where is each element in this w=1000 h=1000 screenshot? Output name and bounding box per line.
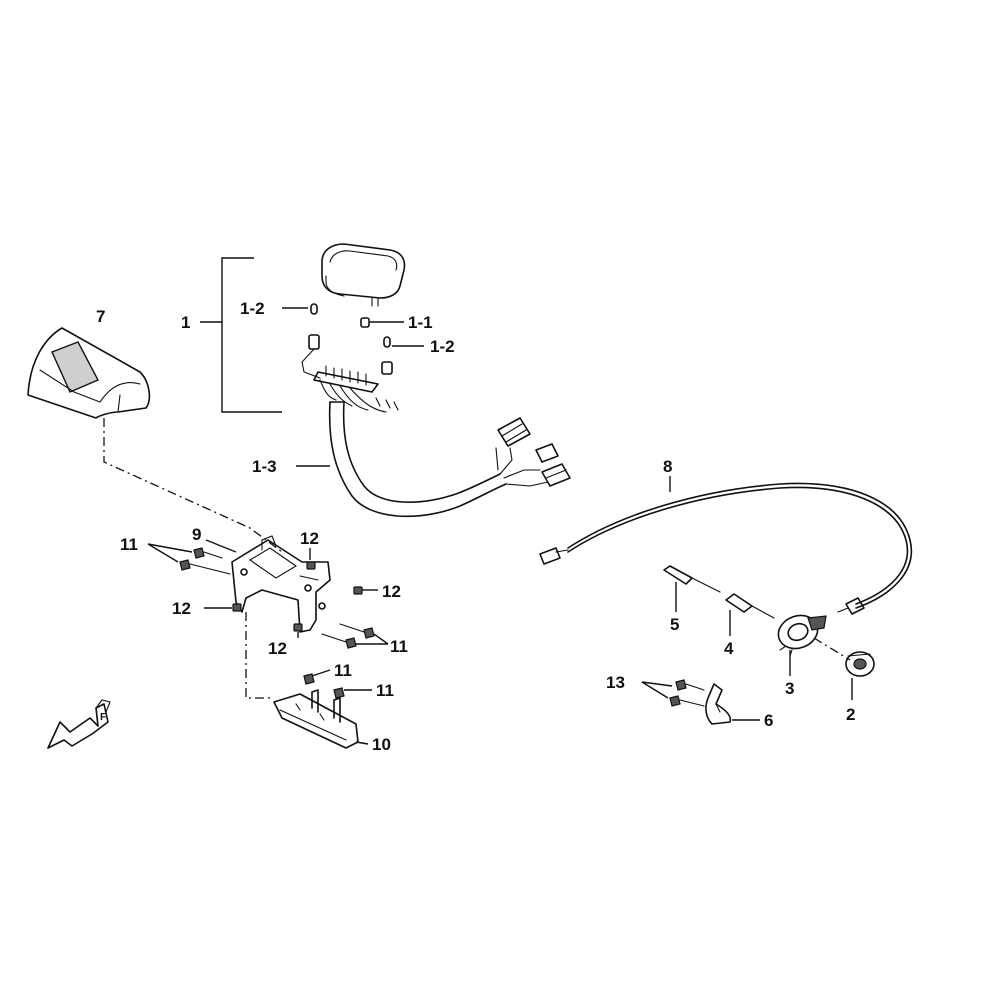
lead-11-right (356, 633, 389, 645)
nut-12-right (353, 586, 363, 595)
callout-1: 1 (181, 313, 190, 332)
part-7-cover (27, 327, 151, 419)
bolt-11-right-a (339, 623, 375, 639)
bolt-11-right-b (321, 633, 357, 649)
bulb-1-2-right (383, 336, 391, 348)
part-2-ring (845, 651, 875, 677)
connector-a (497, 417, 531, 447)
lead-11-left (147, 543, 193, 563)
callout-5: 5 (670, 615, 679, 634)
part-3-gear (777, 614, 827, 657)
callout-13: 13 (606, 673, 625, 692)
callout-10: 10 (372, 735, 391, 754)
nut-12-top (306, 561, 316, 570)
wire-harness-1-3 (328, 401, 549, 518)
callout-11-right: 11 (390, 637, 408, 656)
callout-12-right: 12 (382, 582, 401, 601)
callout-1-3: 1-3 (252, 457, 277, 476)
callout-11-left: 11 (120, 535, 138, 554)
bulb-1-2-left (310, 303, 318, 315)
callout-12-left: 12 (172, 599, 191, 618)
callout-7: 7 (96, 307, 105, 326)
assembly-line-gear (813, 637, 851, 661)
part-9-bracket (231, 535, 331, 633)
part-8-cable (539, 482, 913, 615)
callout-12-top: 12 (300, 529, 319, 548)
lead-11-plate-a (311, 669, 331, 677)
callout-11-plate-a: 11 (334, 661, 352, 680)
part-10-plate (273, 689, 359, 749)
callout-6: 6 (764, 711, 773, 730)
front-marker-label: F (100, 712, 106, 723)
bracket-part-1 (221, 257, 282, 413)
bolt-11-left-a (193, 547, 223, 559)
front-arrow-icon (47, 699, 111, 749)
callout-4: 4 (724, 639, 734, 658)
callout-1-2-right: 1-2 (430, 337, 455, 356)
bolt-11-plate-b (333, 687, 345, 699)
callout-1-2-left: 1-2 (240, 299, 265, 318)
terminal-block (313, 365, 399, 413)
lead-10 (355, 741, 369, 745)
nut-12-left (232, 603, 242, 612)
connector-c (541, 463, 571, 487)
callout-12-bottom: 12 (268, 639, 287, 658)
socket-1-1 (360, 317, 370, 328)
callout-1-1: 1-1 (408, 313, 433, 332)
nut-12-bottom (293, 623, 303, 632)
bolt-11-plate-a (303, 673, 315, 685)
callout-3: 3 (785, 679, 794, 698)
part-6-clamp (705, 683, 732, 725)
meter-unit (321, 243, 406, 307)
lead-9 (205, 539, 237, 553)
part-13-screw-b (669, 695, 705, 707)
connector-b (535, 443, 559, 463)
callout-11-plate-b: 11 (376, 681, 394, 700)
callout-2: 2 (846, 705, 855, 724)
callout-8: 8 (663, 457, 672, 476)
lead-13 (641, 681, 673, 699)
socket-left (301, 334, 321, 379)
part-13-screw-a (675, 679, 705, 691)
assembly-line-cover (103, 418, 283, 553)
assembly-line-bracket (245, 612, 270, 699)
part-5-screw (663, 565, 721, 593)
socket-right (381, 361, 393, 375)
callout-9: 9 (192, 525, 201, 544)
part-4-pin (725, 593, 775, 619)
bolt-11-left-b (179, 559, 231, 575)
